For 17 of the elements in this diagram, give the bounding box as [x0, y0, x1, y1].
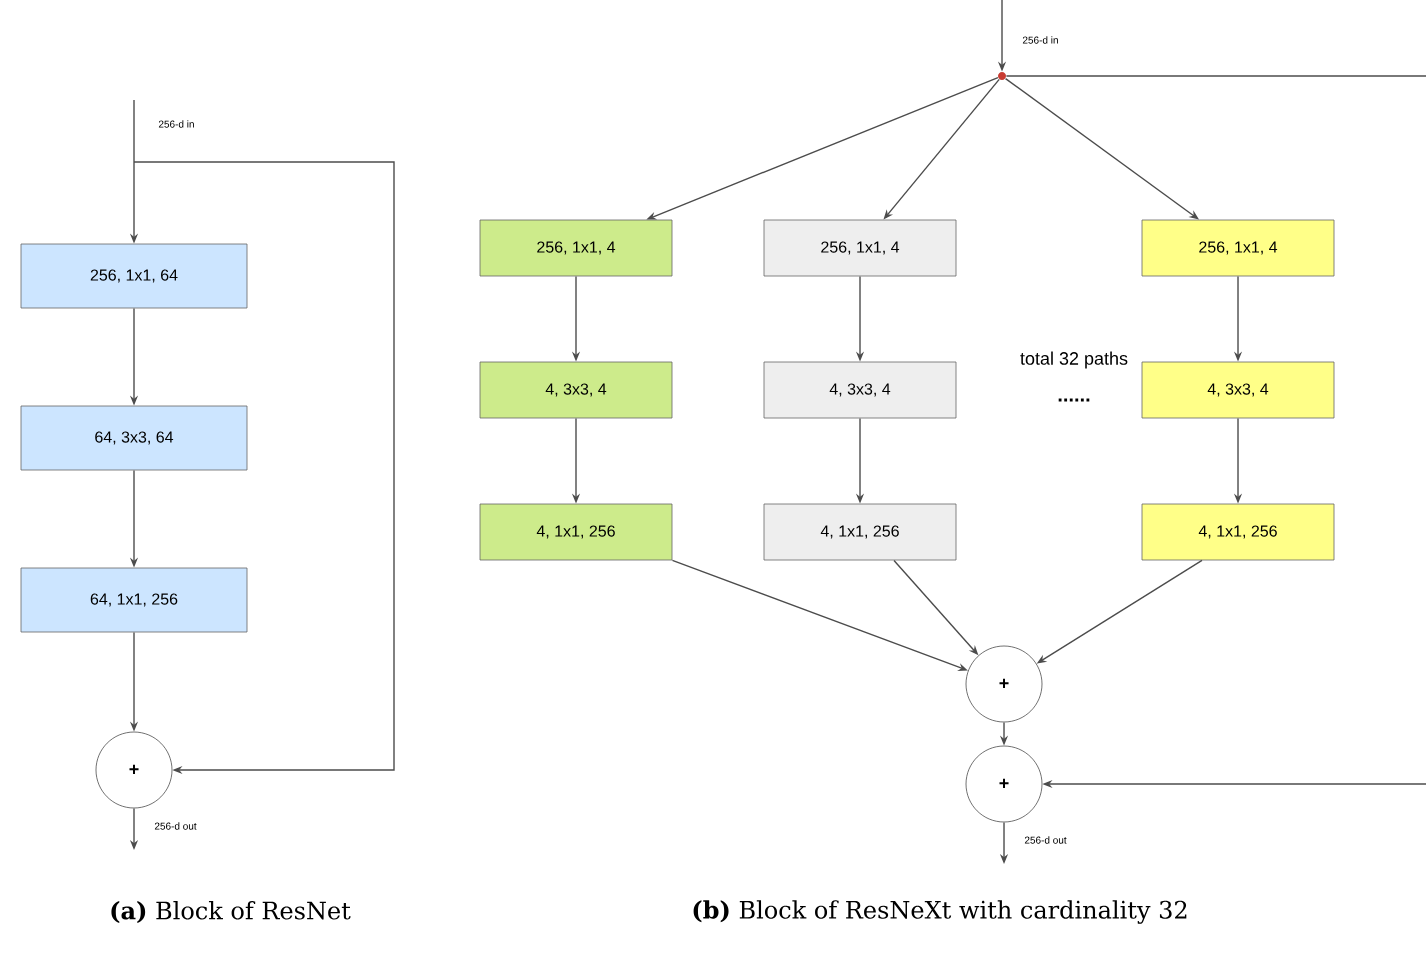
layer-box: 256, 1x1, 4 — [1141, 219, 1335, 277]
layer-box: 4, 1x1, 256 — [479, 503, 673, 561]
paths-note: total 32 paths — [1020, 351, 1128, 369]
layer-box: 256, 1x1, 4 — [479, 219, 673, 277]
layer-box: 64, 1x1, 256 — [20, 567, 248, 633]
subfigure-caption: (a) Block of ResNet — [111, 901, 351, 923]
layer-box: 4, 1x1, 256 — [763, 503, 957, 561]
layer-box: 4, 3x3, 4 — [1141, 361, 1335, 419]
layer-box: 4, 3x3, 4 — [763, 361, 957, 419]
layer-box: 4, 1x1, 256 — [1141, 503, 1335, 561]
arrow — [133, 161, 395, 775]
ellipsis-dots: ...... — [1058, 398, 1090, 402]
layer-box: 4, 3x3, 4 — [479, 361, 673, 419]
layer-box: 256, 1x1, 64 — [20, 243, 248, 309]
layer-box: 64, 3x3, 64 — [20, 405, 248, 471]
subfigure-caption: (b) Block of ResNeXt with cardinality 32 — [693, 900, 1187, 924]
layer-box: 256, 1x1, 4 — [763, 219, 957, 277]
